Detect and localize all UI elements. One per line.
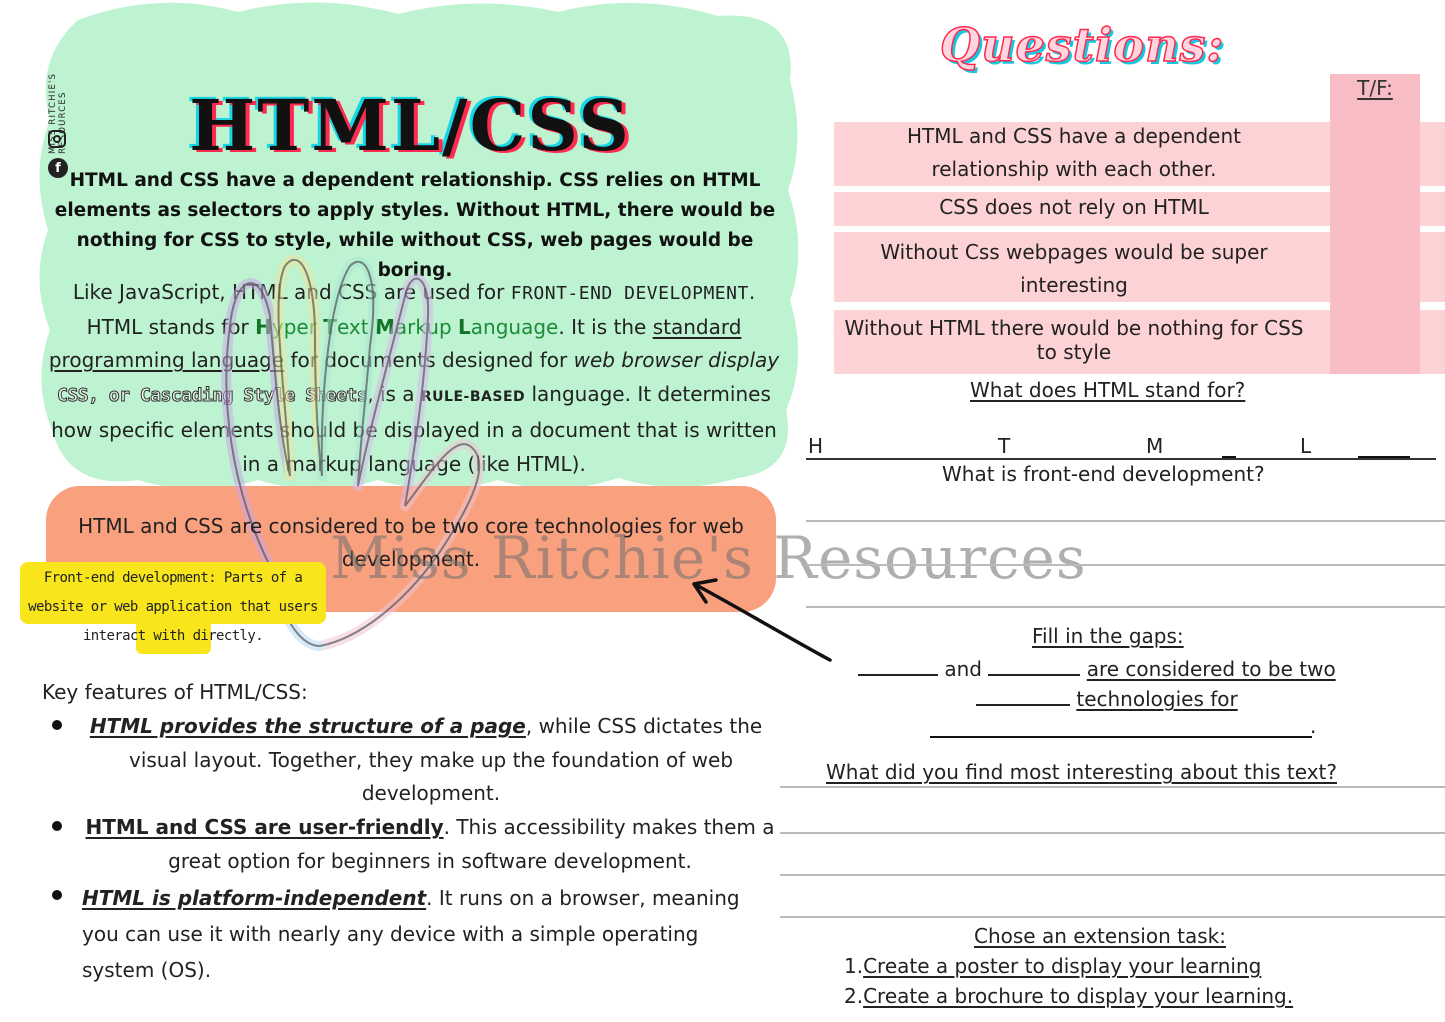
fill-text: are considered to be two <box>1086 657 1336 681</box>
answer-blank[interactable] <box>1222 456 1236 458</box>
feature-item: HTML provides the structure of a page, w… <box>86 710 776 811</box>
feature-bold: HTML and CSS are user-friendly <box>85 815 444 839</box>
body-text: . <box>748 280 756 304</box>
arrow-icon <box>692 578 832 662</box>
tf-statement: HTML and CSS have a dependent relationsh… <box>907 124 1241 181</box>
definition-note-tail <box>136 620 211 654</box>
front-end-development-label: FRONT-END DEVELOPMENT <box>510 283 749 304</box>
answer-blank[interactable] <box>1358 456 1410 458</box>
tf-statement: CSS does not rely on HTML <box>939 195 1209 219</box>
feature-bold: HTML provides the structure of a page <box>89 714 526 738</box>
task-number: 2. <box>844 984 864 1008</box>
html-answer-line[interactable] <box>806 458 1436 460</box>
fill-period: . <box>1310 714 1317 738</box>
feature-text: . It runs on a browser, meaning you can … <box>82 886 740 982</box>
feature-text: , while CSS dictates the visual layout. … <box>128 714 763 805</box>
bullet-dot <box>52 720 62 730</box>
definition-note-background <box>20 562 326 624</box>
fill-blank[interactable] <box>858 654 938 676</box>
standard-language-text: standard programming language <box>48 314 742 373</box>
css-full-name: CSS, or Cascading Style Sheets <box>57 384 369 406</box>
task-text: Create a poster to display your learning <box>863 954 1262 978</box>
tf-statement: Without HTML there would be nothing for … <box>844 316 1304 364</box>
fill-gaps-title: Fill in the gaps: <box>1032 624 1184 648</box>
task-text: Create a brochure to display your learni… <box>863 984 1294 1008</box>
fill-blank[interactable] <box>976 684 1070 706</box>
html-letter: M <box>1146 434 1164 458</box>
body-text: HTML stands for <box>86 314 249 339</box>
facebook-icon: f <box>48 158 68 178</box>
key-features-title: Key features of HTML/CSS: <box>42 680 308 704</box>
feature-bold: HTML is platform-independent <box>82 886 427 910</box>
extension-task: 1.Create a poster to display your learni… <box>844 954 1261 978</box>
bullet-dot <box>52 890 62 900</box>
answer-line[interactable] <box>806 564 1445 566</box>
fill-gaps-line-2: technologies for <box>976 684 1238 711</box>
fill-blank[interactable] <box>988 654 1081 676</box>
bullet-dot <box>52 821 62 831</box>
page-title: HTML/CSS <box>189 84 631 167</box>
question-html-acronym: What does HTML stand for? <box>970 378 1246 402</box>
html-letter: H <box>808 434 824 458</box>
extension-task: 2.Create a brochure to display your lear… <box>844 984 1293 1008</box>
html-letter: L <box>1300 434 1312 458</box>
core-technologies-text: HTML and CSS are considered to be two co… <box>78 514 744 571</box>
answer-line[interactable] <box>780 874 1445 876</box>
front-end-definition-note: Front-end development: Parts of a websit… <box>28 570 318 644</box>
feature-item: HTML and CSS are user-friendly. This acc… <box>80 811 780 878</box>
body-text: . It is the <box>558 314 647 339</box>
extension-title: Chose an extension task: <box>974 924 1226 948</box>
feature-item: HTML is platform-independent. It runs on… <box>82 880 742 988</box>
answer-line[interactable] <box>806 606 1445 608</box>
answer-line[interactable] <box>780 786 1445 788</box>
fill-text: and <box>944 657 982 681</box>
tf-column-label: T/F: <box>1357 76 1393 100</box>
acronym-letter: L <box>458 314 471 339</box>
instagram-icon <box>48 130 66 148</box>
tf-answer-column[interactable] <box>1330 74 1420 374</box>
acronym-letter: M <box>374 314 395 339</box>
question-interesting: What did you find most interesting about… <box>826 760 1337 784</box>
answer-line[interactable] <box>806 520 1445 522</box>
task-number: 1. <box>844 954 864 978</box>
hand-drawing-illustration <box>221 254 485 651</box>
questions-title: Questions: <box>939 17 1225 73</box>
brand-mark: MISS RITCHIE'S RESOURCES <box>44 24 72 174</box>
fill-text: technologies for <box>1076 687 1238 711</box>
answer-line[interactable] <box>780 832 1445 834</box>
fill-gaps-line-1: and are considered to be two <box>858 654 1336 681</box>
html-letter: T <box>998 434 1011 458</box>
rule-based-label: RULE-BASED <box>420 388 526 405</box>
question-front-end: What is front-end development? <box>942 462 1265 486</box>
intro-paragraph: HTML and CSS have a dependent relationsh… <box>54 170 776 281</box>
web-browser-display-text: web browser display <box>573 348 780 372</box>
fill-blank[interactable] <box>930 736 1312 738</box>
acronym-rest: ext <box>336 314 369 339</box>
tf-statement: Without Css webpages would be super inte… <box>880 240 1268 297</box>
feature-text: . This accessibility makes them a great … <box>168 815 775 873</box>
answer-line[interactable] <box>780 916 1445 918</box>
acronym-rest: anguage <box>470 314 559 339</box>
